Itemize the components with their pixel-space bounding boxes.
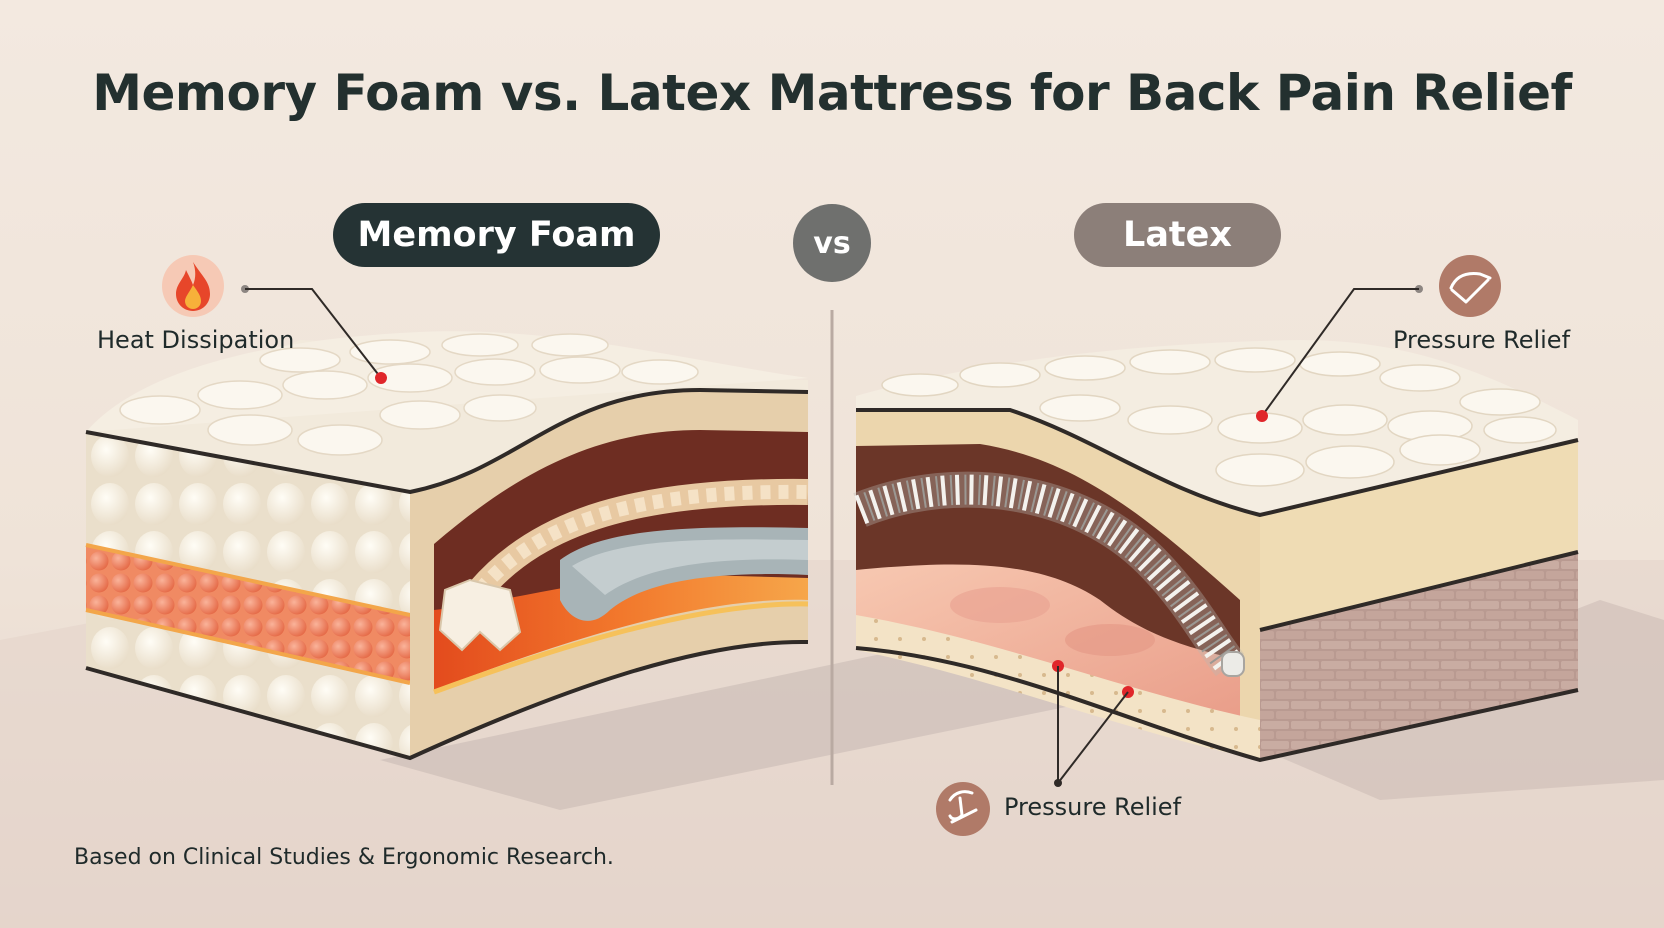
pressure-relief-top-label: Pressure Relief [1393, 326, 1571, 354]
flame-icon [176, 262, 210, 311]
pressure-relief-bottom-callout [936, 660, 1134, 836]
pressure-relief-icon [948, 790, 978, 824]
memory-foam-mattress [85, 331, 809, 761]
coil-spring-illustration [853, 471, 1245, 677]
heat-dissipation-label: Heat Dissipation [97, 326, 295, 354]
pressure-relief-top-callout [1256, 255, 1501, 422]
latex-label: Latex [1074, 203, 1281, 267]
heat-dissipation-callout [162, 255, 387, 384]
pressure-relief-bottom-label: Pressure Relief [1004, 793, 1182, 821]
latex-mattress [853, 340, 1579, 763]
pressure-relief-icon [1449, 272, 1492, 304]
vs-badge: vs [793, 204, 871, 282]
page-title: Memory Foam vs. Latex Mattress for Back … [92, 64, 1572, 122]
memory-foam-label: Memory Foam [333, 203, 660, 267]
spine-illustration [438, 478, 809, 652]
footnote: Based on Clinical Studies & Ergonomic Re… [74, 845, 614, 870]
